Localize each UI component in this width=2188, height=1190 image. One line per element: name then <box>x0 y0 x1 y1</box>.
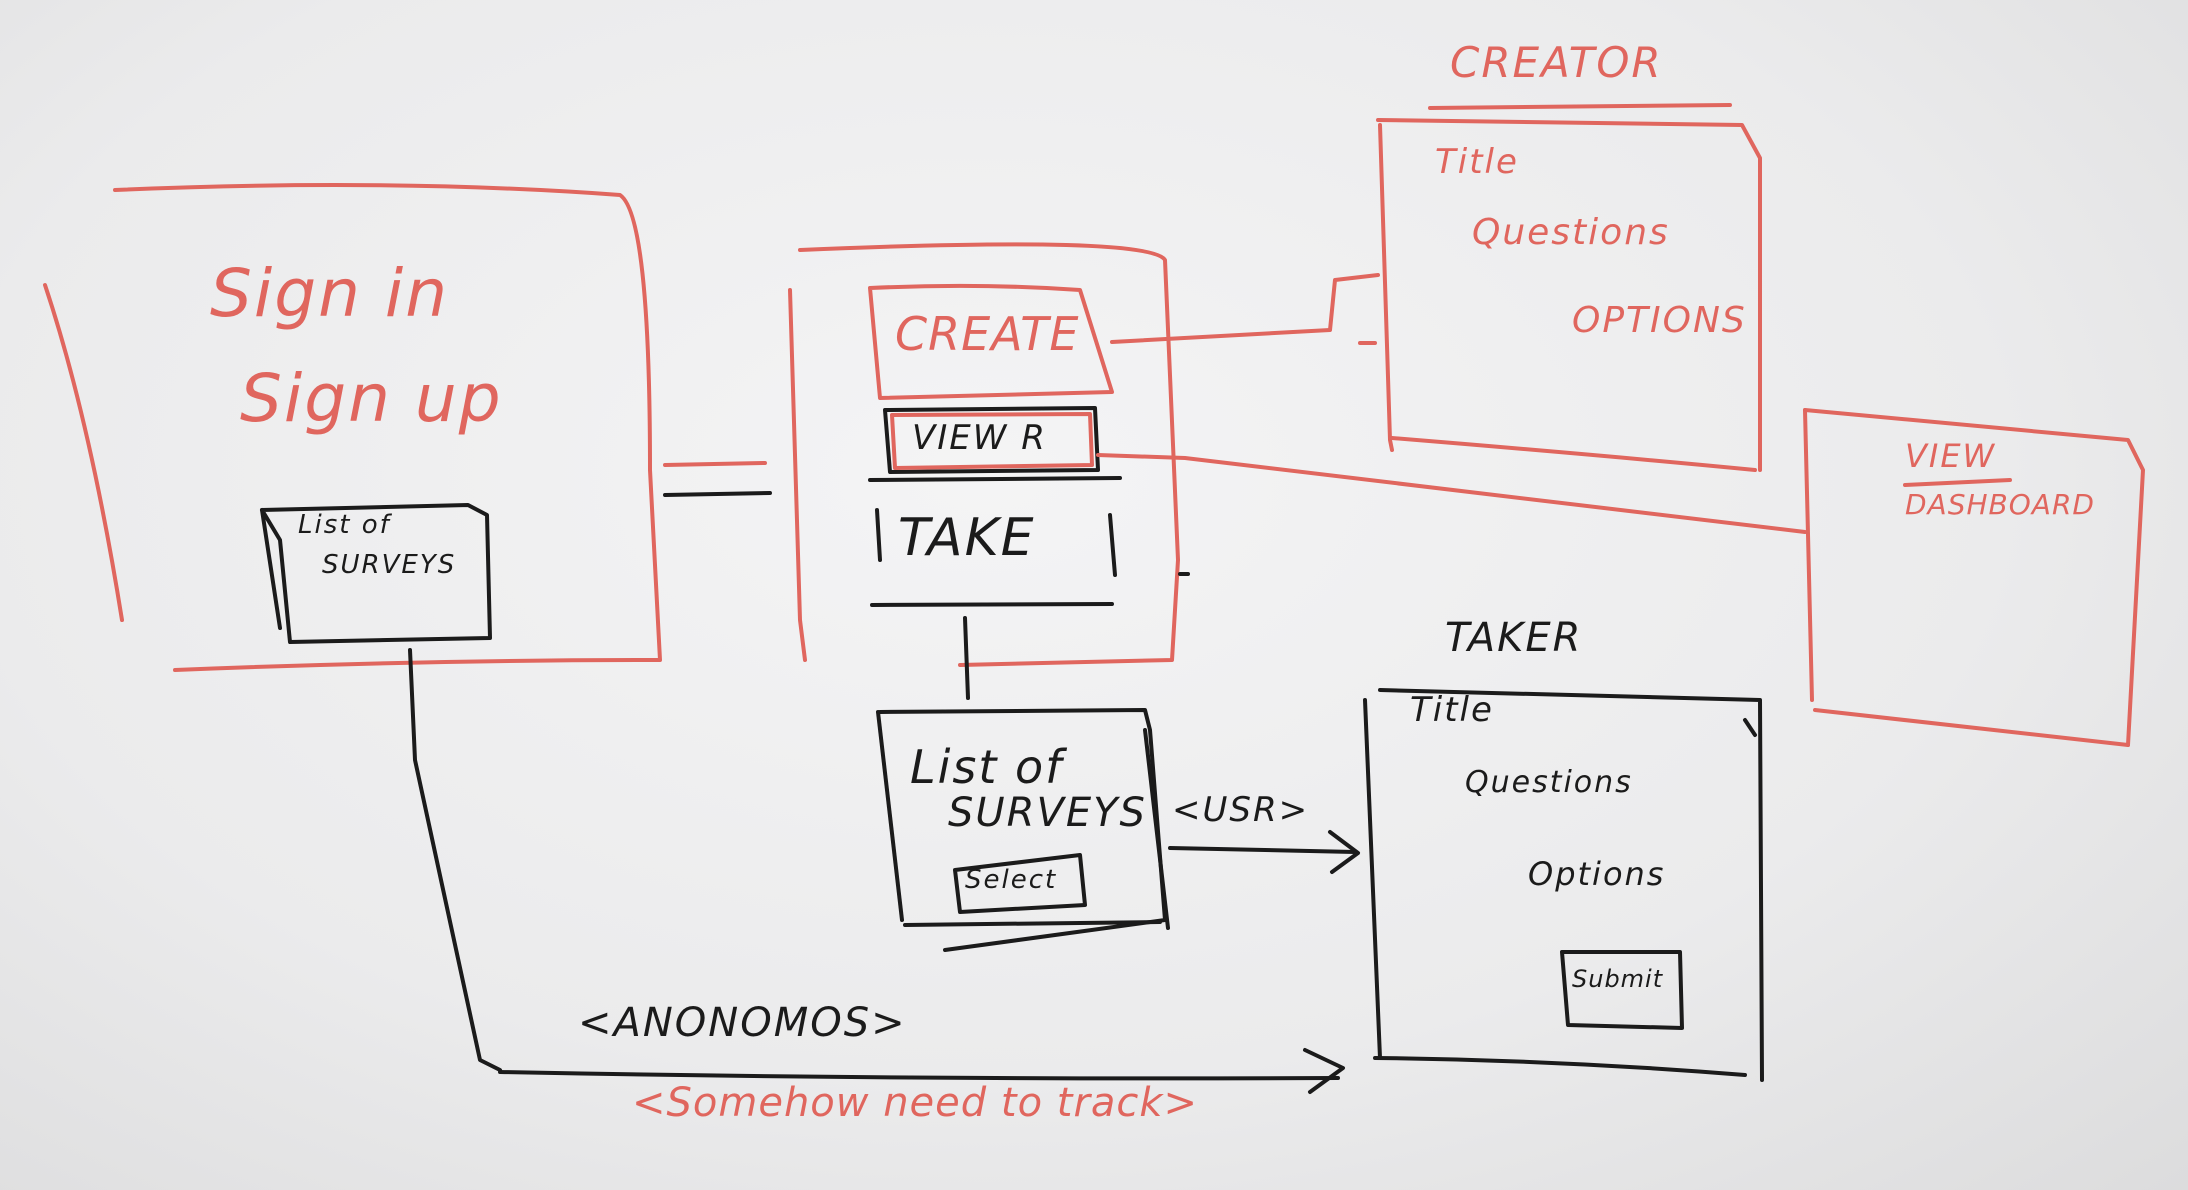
connector-view-dashboard <box>1096 453 1807 534</box>
create-button-outline <box>868 283 1114 400</box>
link-login-menu <box>663 461 772 497</box>
taker-heading: TAKER <box>1445 615 1583 661</box>
dashboard-label-line1: VIEW <box>1905 437 1997 475</box>
login-frame <box>43 183 662 672</box>
creator-frame <box>1358 103 1762 472</box>
arrow-user-taker <box>1168 830 1360 874</box>
connector-take-list <box>963 616 970 700</box>
survey-list-line2: SURVEYS <box>948 790 1147 836</box>
creator-questions-field: Questions <box>1472 212 1670 253</box>
arrow-anonymous <box>408 648 1345 1094</box>
taker-questions-field: Questions <box>1465 765 1633 800</box>
survey-list-frame <box>876 708 1170 952</box>
menu-frame <box>788 242 1180 667</box>
select-button-outline <box>953 853 1087 914</box>
sign-up-label: Sign up <box>240 360 503 437</box>
taker-title-field: Title <box>1410 690 1494 730</box>
select-button[interactable]: Select <box>965 865 1058 895</box>
taker-frame <box>1363 688 1764 1082</box>
dashboard-label-line2: DASHBOARD <box>1905 488 2095 521</box>
creator-heading: CREATOR <box>1450 38 1663 87</box>
view-button[interactable]: VIEW R <box>912 418 1047 458</box>
take-button-outline <box>868 476 1190 607</box>
login-list-line2: SURVEYS <box>322 550 457 580</box>
view-button-outline <box>883 406 1100 474</box>
user-path-label: <USR> <box>1172 790 1310 830</box>
anonymous-path-label: <ANONOMOS> <box>578 1000 907 1046</box>
take-button[interactable]: TAKE <box>898 508 1036 568</box>
create-button[interactable]: CREATE <box>895 307 1080 361</box>
taker-options-field: Options <box>1528 855 1666 893</box>
login-list-line1: List of <box>298 510 391 540</box>
tracking-note: <Somehow need to track> <box>632 1080 1199 1126</box>
submit-button-outline <box>1560 950 1684 1030</box>
connector-create-creator <box>1110 273 1380 344</box>
dashboard-frame <box>1803 408 2145 747</box>
submit-button[interactable]: Submit <box>1572 965 1664 993</box>
login-list-box <box>260 503 492 644</box>
sign-in-label: Sign in <box>210 255 450 332</box>
survey-list-line1: List of <box>910 740 1064 794</box>
creator-title-field: Title <box>1435 142 1519 182</box>
creator-options-field: OPTIONS <box>1572 300 1747 341</box>
